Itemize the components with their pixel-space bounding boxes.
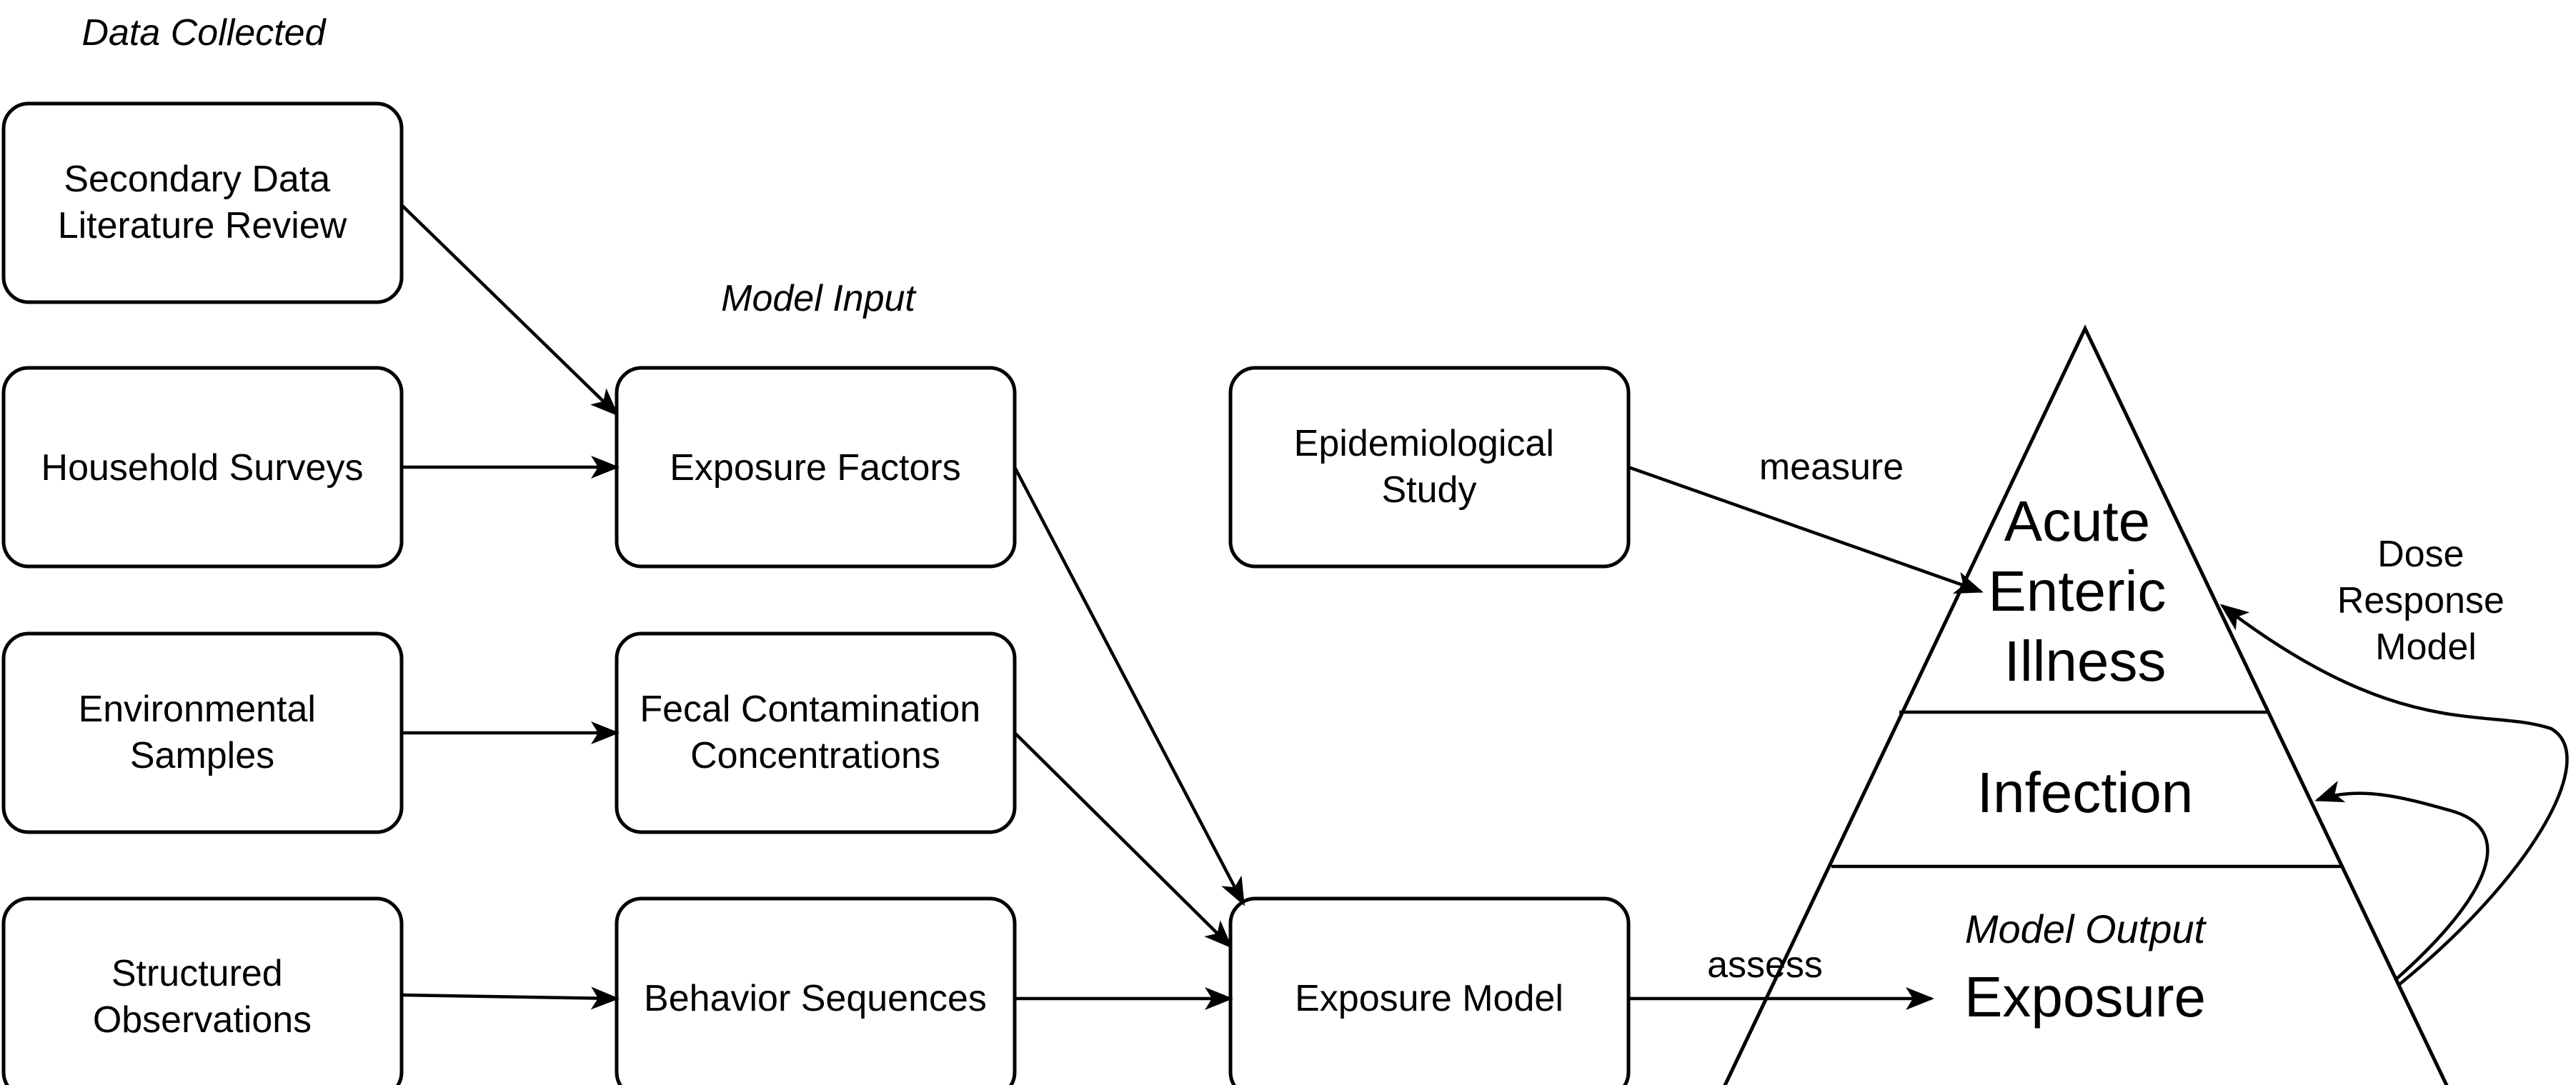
edge-label-assess: assess <box>1707 944 1823 986</box>
box-secondary-data-line2: Literature Review <box>58 205 347 246</box>
edge-label-measure: measure <box>1759 446 1904 488</box>
box-exposure-model-label: Exposure Model <box>1295 978 1563 1019</box>
pyramid: Acute Enteric Illness Infection Model Ou… <box>1723 324 2449 1085</box>
box-exposure-factors: Exposure Factors <box>615 366 1017 569</box>
heading-data-collected: Data Collected <box>81 12 327 54</box>
box-fecal-line1: Fecal Contamination <box>640 689 980 730</box>
arrow-structured-to-behavior <box>401 986 620 1010</box>
edge-label-dose-line3: Model <box>2375 626 2477 668</box>
box-secondary-data: Secondary Data Literature Review <box>1 101 404 304</box>
svg-text:Environmental Samples: Environmental Samples <box>79 689 327 776</box>
pyramid-model-output-caption: Model Output <box>1965 906 2207 951</box>
box-fecal-contamination: Fecal Contamination Concentrations <box>615 631 1017 834</box>
svg-text:Secondary Data Literatur: Secondary Data Literature Review <box>58 159 347 246</box>
box-epi-line2: Study <box>1382 469 1477 511</box>
svg-text:Dose Response Model: Dose Response Model <box>2337 534 2515 668</box>
box-exposure-model: Exposure Model <box>1228 896 1631 1085</box>
pyramid-top-line1: Acute <box>2004 489 2151 553</box>
box-environmental-samples: Environmental Samples <box>1 631 404 834</box>
box-fecal-line2: Concentrations <box>690 735 940 776</box>
arrow-exposure-factors-to-model <box>1013 466 1245 906</box>
svg-text:Fecal Contamination Conc: Fecal Contamination Concentrations <box>640 689 990 776</box>
pyramid-bottom-label: Exposure <box>1964 965 2206 1029</box>
box-exposure-factors-label: Exposure Factors <box>670 447 961 489</box>
box-structured-line2: Observations <box>93 999 312 1041</box>
svg-text:Acute Enteric Illn: Acute Enteric Illness <box>1988 489 2182 693</box>
edge-label-dose-line1: Dose <box>2377 534 2464 575</box>
svg-text:Structured Observations: Structured Observations <box>93 953 312 1041</box>
box-structured-line1: Structured <box>111 953 283 994</box>
box-environmental-line2: Samples <box>130 735 274 776</box>
box-household-surveys: Household Surveys <box>1 366 404 569</box>
box-environmental-line1: Environmental <box>79 689 316 730</box>
arrow-epi-to-illness <box>1628 465 1984 594</box>
svg-text:Epidemiological Study: Epidemiological Study <box>1294 423 1565 511</box>
pyramid-top-line2: Enteric <box>1988 559 2166 623</box>
curve-dose-response-to-illness <box>2219 604 2569 986</box>
edge-label-dose-line2: Response <box>2337 580 2505 621</box>
box-behavior-label: Behavior Sequences <box>644 978 987 1019</box>
box-epi-line1: Epidemiological <box>1294 423 1554 464</box>
pyramid-middle-label: Infection <box>1977 761 2193 824</box>
curve-exposure-to-infection <box>2314 780 2490 981</box>
pyramid-top-line3: Illness <box>2004 629 2167 693</box>
box-secondary-data-line1: Secondary Data <box>64 159 330 200</box>
arrow-fecal-to-model <box>1013 731 1233 949</box>
box-epidemiological-study: Epidemiological Study <box>1228 366 1631 569</box>
box-behavior-sequences: Behavior Sequences <box>615 896 1017 1085</box>
box-structured-observations: Structured Observations <box>1 896 404 1085</box>
arrow-secondary-to-exposure-factors <box>400 204 619 416</box>
box-household-surveys-label: Household Surveys <box>41 447 364 489</box>
heading-model-input: Model Input <box>721 278 917 319</box>
